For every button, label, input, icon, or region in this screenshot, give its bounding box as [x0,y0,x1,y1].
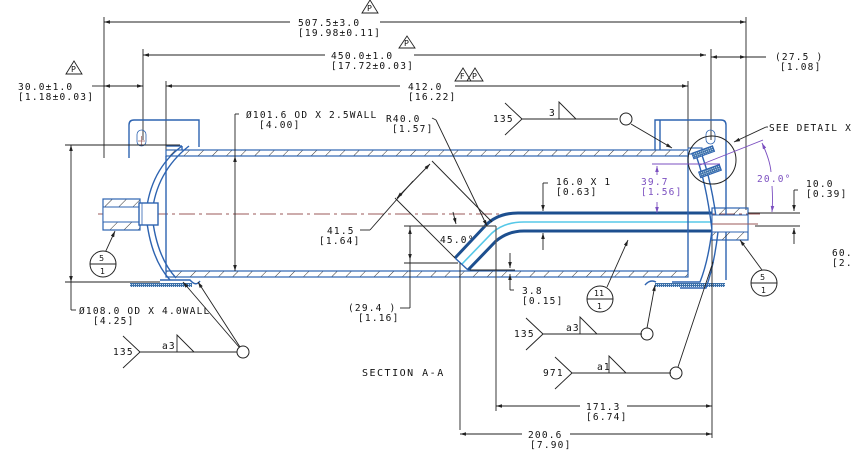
weld-top-size: 3 [549,108,556,119]
weld-left-ref: 135 [113,347,134,358]
dim-pipe-size: 16.0 X 1 [0.63] [541,177,611,250]
dim-nozzle-offset-value: 10.0 [806,179,834,190]
svg-text:1: 1 [761,286,766,295]
dim-bend-leg: 41.5 [1.64] [319,160,493,259]
weld-top-ref: 135 [493,114,514,125]
weld-symbol-bottom: 971 a1 [543,261,714,390]
dim-pipe-total: 200.6 [7.90] [460,430,712,451]
dim-port-height: 39.7 [1.56] [641,163,720,213]
balloon-pipe: 11 1 [586,239,629,313]
dim-bend-offset-inch: [1.16] [358,313,400,324]
dim-overall-inch: [19.98±0.11] [298,28,381,39]
dim-overall-length: 507.5±3.0 [19.98±0.11] P [103,0,747,210]
weld-bottom-ref: 971 [543,368,564,379]
svg-text:P: P [71,65,76,74]
dim-bend-radius: R40.0 [1.57] [386,114,488,227]
dim-bend-offset: (29.4 ) [1.16] [348,226,411,324]
dim-right-offset-value: (27.5 ) [775,52,823,63]
svg-text:11: 11 [594,289,604,298]
dim-bend-leg-inch: [1.64] [319,236,361,247]
dim-outer-tube-inch: [4.25] [93,316,135,327]
dim-nozzle-offset-inch: [0.39] [806,189,848,200]
dim-outer-tube-value: Ø108.0 OD X 4.0WALL [79,306,210,317]
dim-pipe-run-value: 171.3 [586,402,621,413]
dim-flange-inch: [17.72±0.03] [331,61,414,72]
weld-mid-ref: 135 [514,329,535,340]
dim-overall-value: 507.5±3.0 [298,18,360,29]
svg-text:1: 1 [597,302,602,311]
right-nozzle [711,207,758,241]
dim-inner-diameter: Ø101.6 OD X 2.5WALL [4.00] [233,110,377,271]
dim-right-offset-inch: [1.08] [780,62,822,73]
weld-bottom-size: a1 [597,362,611,373]
left-bracket [128,119,200,158]
dim-tube-length: 412.0 [16.22] F P [165,67,689,150]
dim-side-value: 60.0 [832,248,853,259]
balloon-left: 5 1 [89,230,117,278]
dim-pipe-total-value: 200.6 [528,430,563,441]
dim-pipe-run-inch: [6.74] [586,412,628,423]
dim-bend-angle: 45.0° [440,235,475,246]
weld-symbol-left: 135 a3 [113,281,250,369]
dim-outer-diameter: Ø108.0 OD X 4.0WALL [4.25] [65,144,210,327]
balloon-right: 5 1 [739,239,778,297]
dim-port-height-value: 39.7 [641,177,669,188]
flag-p-overall: P [361,0,379,14]
svg-text:P: P [404,39,409,48]
dim-side-inch: [2.36] [832,258,853,269]
svg-text:5: 5 [760,273,765,282]
dim-gap-value: 3.8 [522,286,543,297]
dim-gap: 3.8 [0.15] [470,253,564,307]
dim-bend-leg-value: 41.5 [327,226,355,237]
flag-p-left: P [65,60,83,75]
dim-flange-length: 450.0±1.0 [17.72±0.03] P [142,35,712,140]
left-nozzle [102,198,159,231]
weld-symbol-top: 135 3 [493,100,673,149]
dim-port-angle: 20.0° [699,139,792,213]
section-title: SECTION A-A [362,368,445,379]
dim-tube-inch: [16.22] [408,92,456,103]
svg-text:1: 1 [100,267,105,276]
weld-mid-size: a3 [566,323,580,334]
dim-port-angle-value: 20.0° [757,174,792,185]
dim-right-offset: (27.5 ) [1.08] [711,52,823,73]
flag-f-tube: F [454,67,472,82]
dim-pipe-run: 171.3 [6.74] [495,240,713,438]
weld-left-size: a3 [162,341,176,352]
weld-symbol-mid: 135 a3 [514,284,656,351]
svg-text:P: P [367,4,372,13]
dim-left-offset: 30.0±1.0 [1.18±0.03] P [18,60,143,103]
dim-flange-value: 450.0±1.0 [331,51,393,62]
flag-p-flange: P [398,35,416,49]
dim-pipe-size-value: 16.0 X 1 [556,177,611,188]
dim-pipe-total-inch: [7.90] [530,440,572,451]
dim-nozzle-offset: 10.0 [0.39] 60.0 [2.36] [748,179,853,269]
see-detail-label: SEE DETAIL X [769,123,852,134]
flag-p-tube: P [466,67,484,82]
dim-inner-tube-value: Ø101.6 OD X 2.5WALL [246,110,377,121]
dim-tube-value: 412.0 [408,82,443,93]
dim-bend-radius-inch: [1.57] [392,124,434,135]
dim-port-height-inch: [1.56] [641,187,683,198]
dim-left-offset-value: 30.0±1.0 [18,82,73,93]
svg-text:P: P [472,72,477,81]
dim-bend-offset-value: (29.4 ) [348,303,396,314]
dim-inner-tube-inch: [4.00] [259,120,301,131]
dim-bend-radius-value: R40.0 [386,114,421,125]
svg-text:5: 5 [99,254,104,263]
dim-left-offset-inch: [1.18±0.03] [18,92,94,103]
svg-text:F: F [460,72,465,81]
detail-x-port [687,135,737,185]
dim-gap-inch: [0.15] [522,296,564,307]
see-detail-callout: SEE DETAIL X [733,123,852,143]
outer-shell [130,279,725,287]
right-bracket [654,119,727,289]
dim-pipe-size-inch: [0.63] [556,187,598,198]
